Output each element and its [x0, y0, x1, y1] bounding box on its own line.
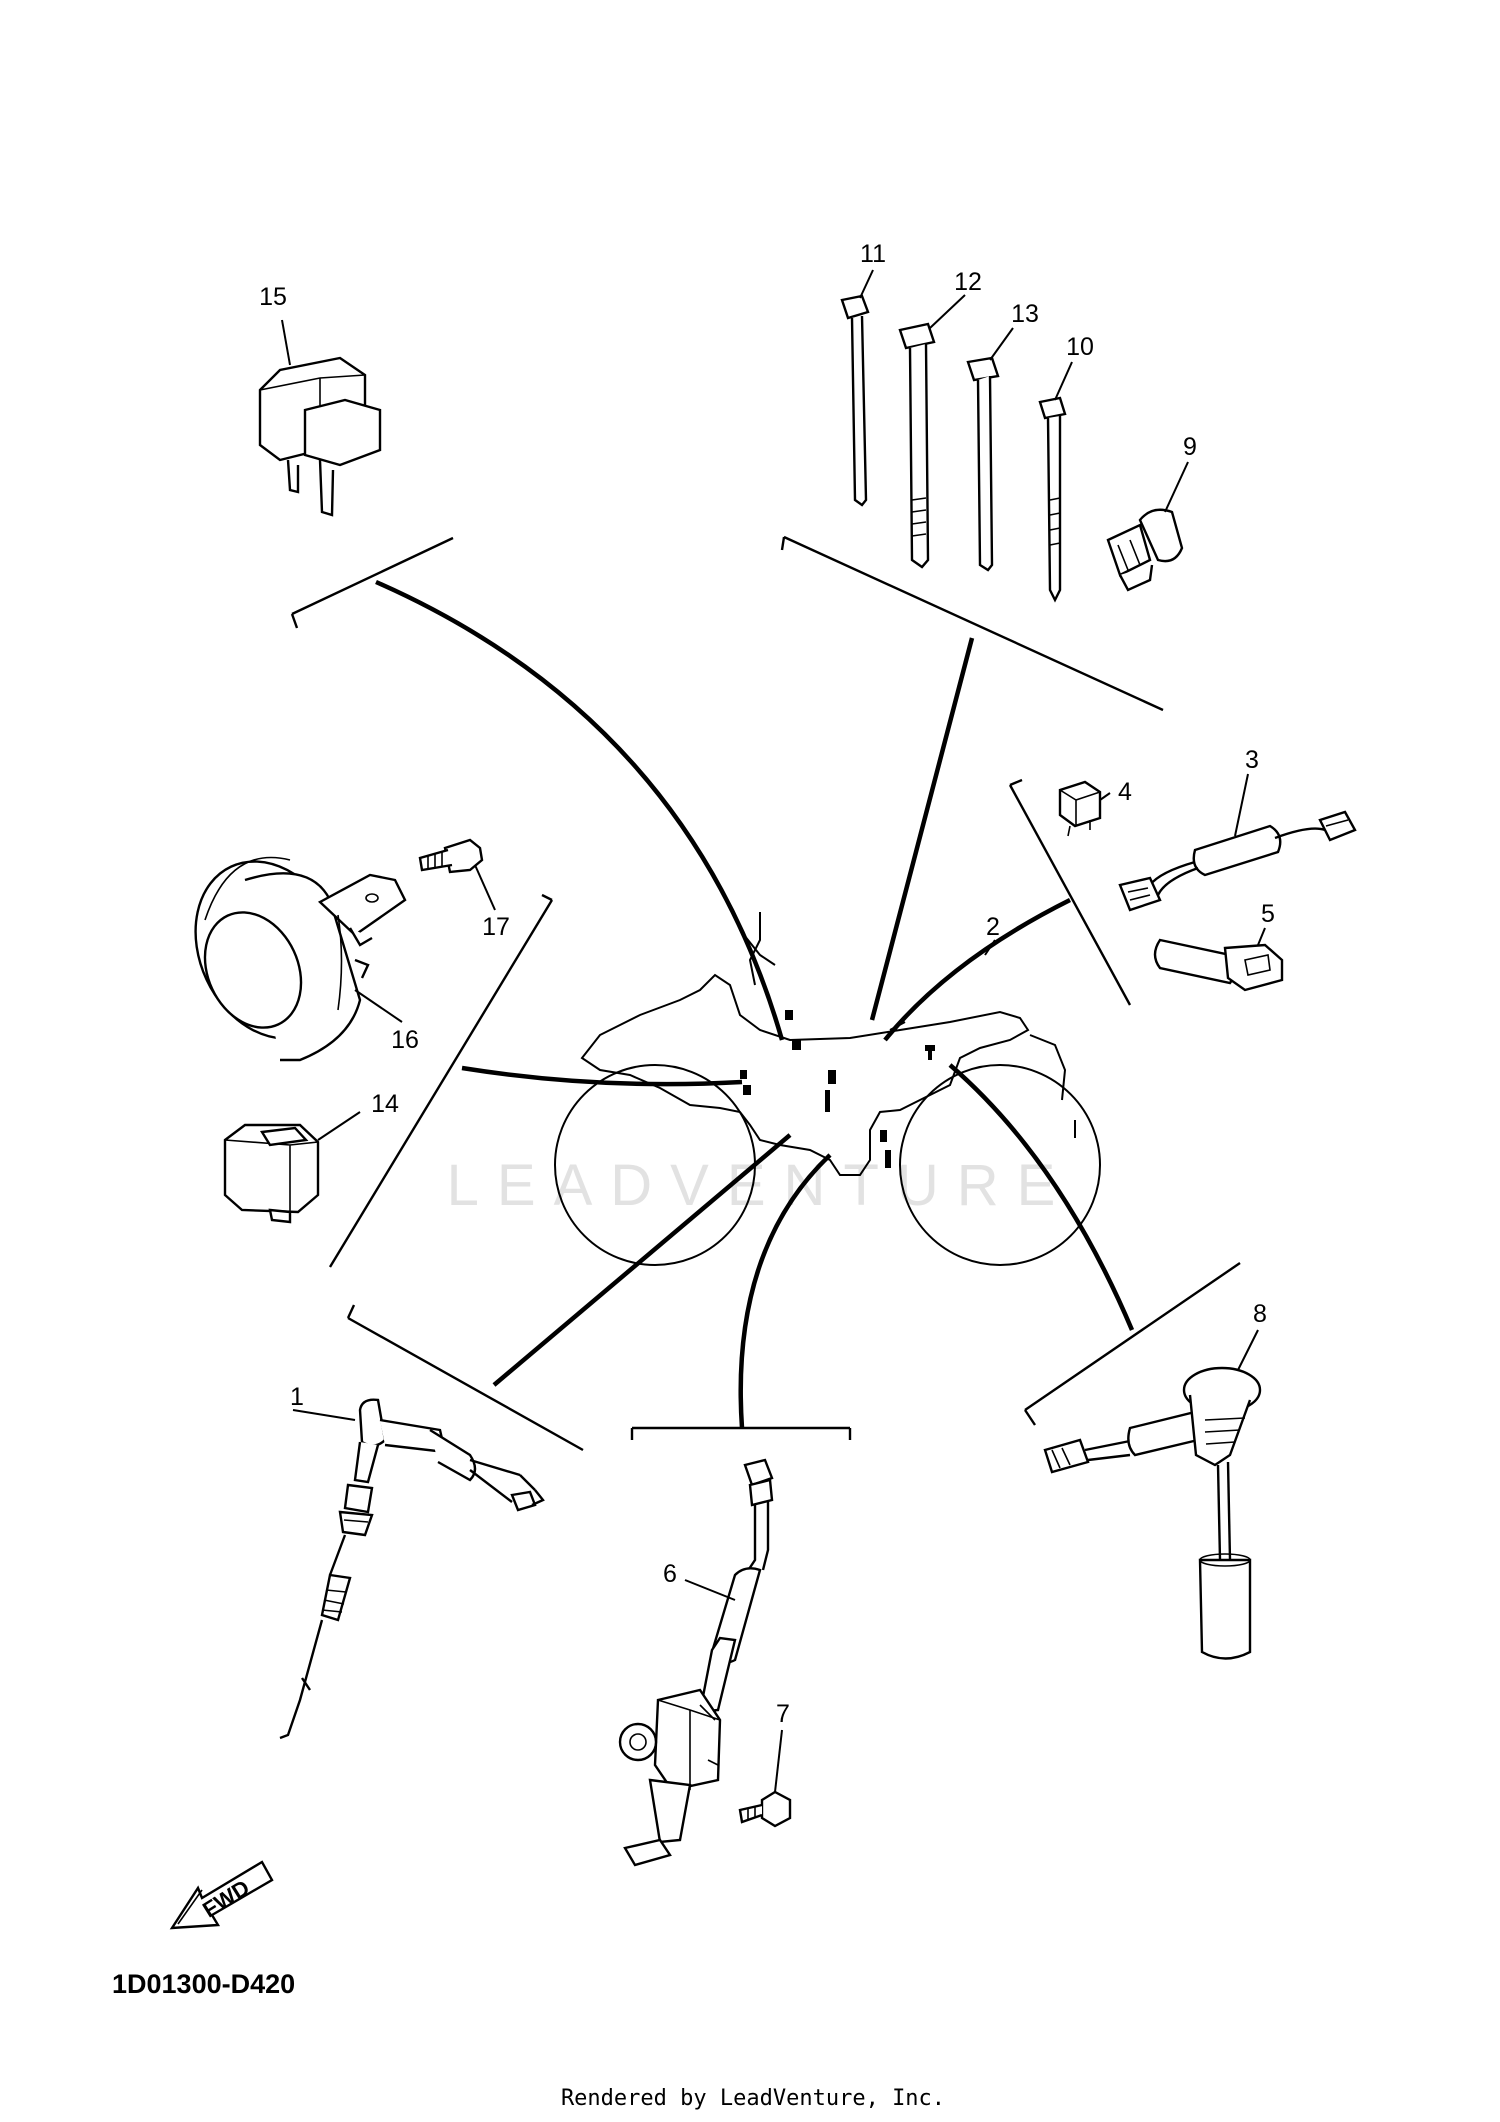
cable-tie-12 [898, 322, 936, 569]
screw-7 [738, 1790, 792, 1828]
callout-15: 15 [259, 283, 287, 311]
callout-3: 3 [1245, 746, 1259, 774]
lead-wire-3 [1118, 810, 1357, 912]
group-brackets [290, 535, 1241, 1452]
cable-tie-11 [840, 294, 870, 507]
atv-components [740, 1010, 935, 1168]
fwd-arrow: FWD [169, 1860, 274, 1930]
callout-14: 14 [371, 1090, 399, 1118]
horn-16 [194, 856, 407, 1062]
watermark-text: LEADVENTURE [447, 1153, 1074, 1218]
callout-9: 9 [1183, 433, 1197, 461]
switch-6 [618, 1458, 774, 1867]
callout-6: 6 [663, 1560, 677, 1588]
callout-13: 13 [1011, 300, 1039, 328]
switch-1 [279, 1398, 545, 1740]
render-credit: Rendered by LeadVenture, Inc. [561, 2086, 945, 2111]
callout-17: 17 [482, 913, 510, 941]
relay-15 [258, 356, 382, 517]
callout-8: 8 [1253, 1300, 1267, 1328]
connector-4 [1058, 780, 1102, 837]
callout-16: 16 [391, 1026, 419, 1054]
callout-12: 12 [954, 268, 982, 296]
clamp-9 [1106, 508, 1184, 592]
callout-1: 1 [290, 1383, 304, 1411]
callout-10: 10 [1066, 333, 1094, 361]
callout-11: 11 [860, 240, 886, 268]
sender-8 [1043, 1366, 1262, 1660]
callout-4: 4 [1118, 778, 1132, 806]
callout-numbers: 1 2 3 4 5 6 7 8 9 10 11 12 13 14 15 16 1… [259, 240, 1275, 1728]
bolt-17 [418, 838, 484, 874]
callout-7: 7 [776, 1700, 790, 1728]
connector-5 [1153, 938, 1284, 992]
callout-leaders [281, 269, 1266, 1793]
callout-2: 2 [986, 913, 1000, 941]
callout-5: 5 [1261, 900, 1275, 928]
cable-tie-10 [1038, 396, 1067, 603]
relay-14 [223, 1123, 320, 1224]
cable-tie-13 [966, 356, 1000, 572]
diagram-code: 1D01300-D420 [112, 1969, 295, 1999]
